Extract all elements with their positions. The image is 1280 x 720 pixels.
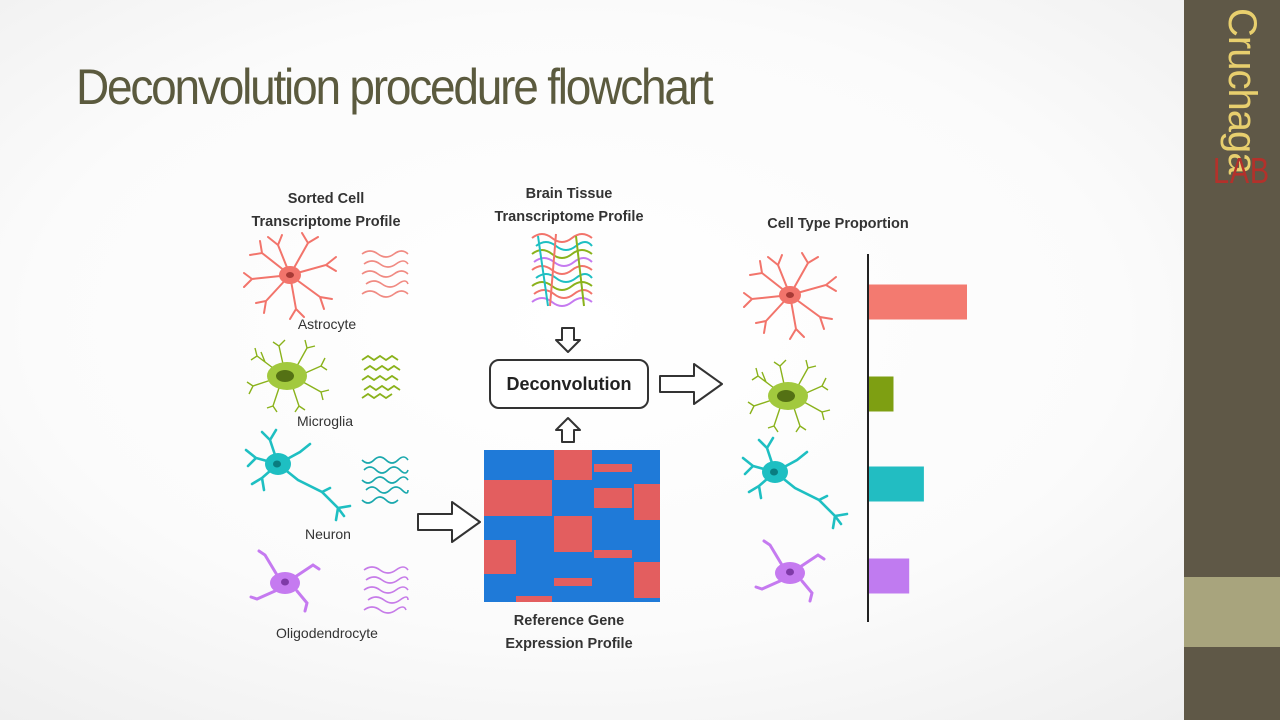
sidebar-accent-block	[1184, 577, 1280, 647]
deconvolution-box: Deconvolution	[489, 359, 649, 409]
microglia-transcripts-icon	[361, 354, 401, 400]
reference-line1: Reference Gene	[514, 613, 624, 629]
bar-oligodendrocyte	[869, 558, 910, 594]
oligodendrocyte-icon	[249, 549, 321, 613]
microglia-result-icon	[747, 359, 831, 433]
brain-header-line2: Transcriptome Profile	[494, 209, 643, 225]
neuron-result-icon	[741, 436, 849, 530]
astrocyte-result-icon	[743, 252, 837, 340]
sorted-header-line1: Sorted Cell	[288, 191, 365, 207]
proportion-header: Cell Type Proportion	[767, 216, 909, 232]
neuron-icon	[244, 428, 352, 522]
oligodendrocyte-label: Oligodendrocyte	[276, 625, 378, 641]
microglia-label: Microglia	[297, 413, 353, 429]
bar-microglia	[869, 376, 894, 412]
brain-tissue-transcripts-icon	[531, 233, 593, 307]
deconvolution-flowchart: Sorted Cell Transcriptome Profile Brain …	[243, 186, 967, 652]
arrow-down-to-deconvolution	[555, 327, 581, 353]
bar-neuron	[869, 466, 924, 502]
bar-astrocyte	[869, 284, 967, 320]
arrow-deconvolution-to-proportions	[659, 363, 723, 405]
reference-heatmap	[484, 450, 660, 602]
arrow-up-from-reference	[555, 417, 581, 443]
sorted-header-line2: Transcriptome Profile	[251, 214, 400, 230]
microglia-icon	[246, 339, 330, 413]
astrocyte-transcripts-icon	[361, 250, 409, 298]
logo-cruchaga: Cruchaga	[1220, 8, 1264, 174]
astrocyte-label: Astrocyte	[298, 316, 357, 332]
brain-header-line1: Brain Tissue	[526, 186, 613, 202]
astrocyte-icon	[243, 232, 337, 320]
reference-line2: Expression Profile	[505, 636, 632, 652]
neuron-label: Neuron	[305, 526, 351, 542]
oligodendrocyte-result-icon	[754, 539, 826, 603]
arrow-cells-to-reference	[417, 501, 481, 543]
slide-title: Deconvolution procedure flowchart	[76, 59, 714, 115]
logo-lab: LAB	[1213, 150, 1270, 191]
deconvolution-label: Deconvolution	[507, 374, 632, 394]
neuron-transcripts-icon	[361, 456, 409, 504]
oligodendrocyte-transcripts-icon	[363, 566, 409, 614]
proportion-bars	[869, 284, 967, 594]
